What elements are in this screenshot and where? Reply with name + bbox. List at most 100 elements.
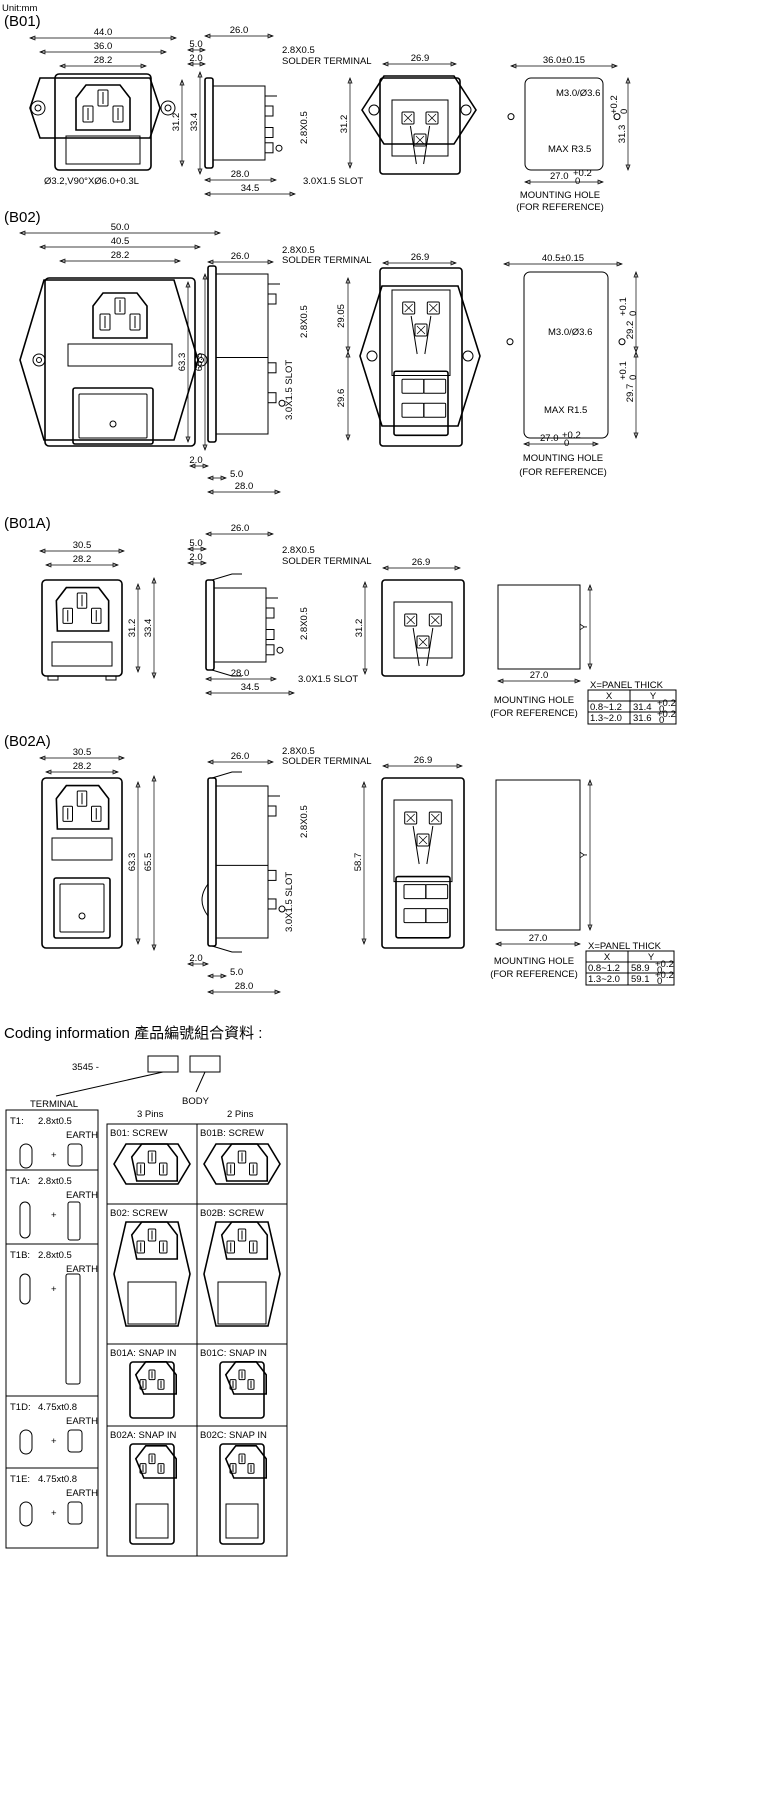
socket-face <box>92 292 148 339</box>
shape <box>39 49 46 55</box>
outline <box>238 1369 246 1381</box>
shape <box>199 61 206 67</box>
hole <box>160 100 176 116</box>
outline <box>425 884 449 900</box>
shape <box>633 346 639 353</box>
outline <box>213 587 267 663</box>
dimension-label: 36.0 <box>94 41 113 52</box>
side-view <box>204 77 283 169</box>
dimension-label: +0.1 <box>618 297 629 316</box>
outline <box>267 805 277 817</box>
shape <box>189 463 196 469</box>
line <box>418 835 428 845</box>
socket-face <box>55 784 110 830</box>
dimension-label: +0.2 <box>562 430 581 441</box>
shape <box>112 769 119 775</box>
dimension-label: Y <box>648 952 655 963</box>
shape <box>412 627 434 667</box>
socket-face <box>130 1221 179 1260</box>
shape <box>202 961 209 967</box>
hole <box>613 113 621 121</box>
coding-title: Coding information 產品編號組合資料 : <box>4 1025 262 1042</box>
outline <box>416 833 430 847</box>
shape <box>185 436 191 443</box>
shape <box>497 678 504 684</box>
outline <box>267 362 277 374</box>
dimension-label: 2.0 <box>189 953 202 964</box>
dimension-label: 0 <box>619 109 630 114</box>
hole <box>462 350 474 362</box>
rear-view <box>379 77 461 175</box>
dimension-label: 58.7 <box>353 853 364 872</box>
shape <box>220 1221 269 1260</box>
shape <box>207 489 214 495</box>
outline <box>207 265 217 443</box>
shape <box>187 47 194 53</box>
shape <box>202 463 209 469</box>
shape <box>59 258 66 264</box>
dimension-label: +0.2 <box>655 959 674 970</box>
hole <box>78 912 86 920</box>
dimension-label: 1.3~2.0 <box>588 974 620 985</box>
shape <box>345 434 351 441</box>
hole <box>506 338 514 346</box>
dimension-label: 2.8X0.5 <box>299 805 310 838</box>
dimension-label: 28.0 <box>231 668 250 679</box>
dimension-label: 31.2 <box>127 619 138 638</box>
terminal-code: T1: <box>10 1116 24 1127</box>
dimension-label: 26.9 <box>414 755 433 766</box>
hole <box>278 399 286 407</box>
shape <box>197 71 203 78</box>
line <box>431 615 440 625</box>
shape <box>625 77 631 84</box>
shape <box>361 781 367 788</box>
line <box>403 113 413 123</box>
dimension-label: 40.5 <box>111 236 130 247</box>
dimension-label: MAX R3.5 <box>548 144 591 155</box>
hole <box>618 338 626 346</box>
body-code: B02: SCREW <box>110 1208 168 1219</box>
shape <box>270 676 277 682</box>
dimension-label: Ø3.2,V90°XØ6.0+0.3L <box>44 176 139 187</box>
outline <box>67 343 173 367</box>
outline <box>426 301 440 315</box>
outline <box>264 105 274 117</box>
dimension-label: 2.0 <box>189 455 202 466</box>
outline <box>523 271 609 439</box>
plus-sign: + <box>51 1436 57 1447</box>
shape <box>267 531 274 537</box>
shape <box>130 1221 179 1260</box>
shape <box>391 99 449 157</box>
outline <box>67 1201 81 1241</box>
terminal-size: 4.75xt0.8 <box>38 1402 77 1413</box>
outline <box>62 607 73 624</box>
outline <box>54 73 152 171</box>
unit-label: Unit:mm <box>2 3 37 14</box>
hole <box>32 353 46 367</box>
outline <box>237 1228 247 1242</box>
plus-sign: + <box>51 1284 57 1295</box>
shape <box>220 973 227 979</box>
shape <box>393 799 453 883</box>
dimension-label: 26.9 <box>411 252 430 263</box>
dimension-label: MOUNTING HOLE <box>523 453 603 464</box>
outline <box>495 779 581 931</box>
shape <box>391 289 451 376</box>
body-code: B02A: SNAP IN <box>110 1430 176 1441</box>
hole <box>164 104 172 112</box>
shape <box>135 938 141 945</box>
dimension-label: SOLDER TERMINAL <box>282 56 372 67</box>
dimension-label: 26.0 <box>230 25 249 36</box>
dimension-label: 59.1 <box>631 974 650 985</box>
shape <box>151 775 157 782</box>
body-code: B02B: SCREW <box>200 1208 264 1219</box>
shape <box>587 779 593 786</box>
shape <box>456 763 463 769</box>
outline <box>225 1503 259 1539</box>
shape <box>199 47 206 53</box>
dimension-label: 65.5 <box>143 853 154 872</box>
shape <box>382 61 389 67</box>
socket-face <box>55 586 110 632</box>
shape <box>524 179 531 185</box>
dimension-label: 2.8X0.5 <box>299 111 310 144</box>
